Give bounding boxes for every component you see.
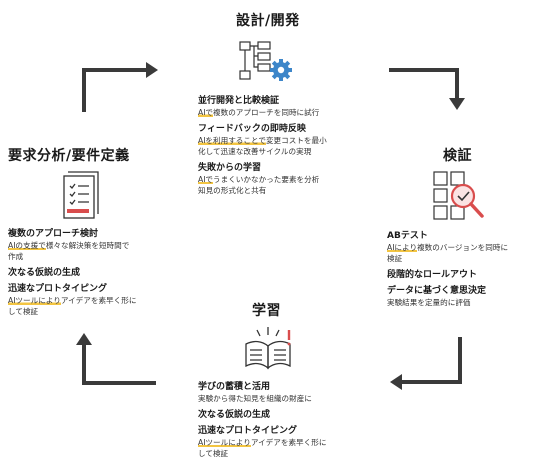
arrow-design-to-verify [389,68,459,98]
design-item-1-text: AIで複数のアプローチを同時に試行 [198,108,320,117]
design-item-3-text-2: 知見の形式化と共有 [198,186,267,195]
design-item-2-text-2: 化して迅速な改善サイクルの実現 [198,147,312,156]
design-items: 並行開発と比較検証 AIで複数のアプローチを同時に試行 フィードバックの即時反映… [198,95,327,196]
verify-item-3-text: 実験結果を定量的に評価 [387,298,471,307]
verify-item-3-head: データに基づく意思決定 [387,286,487,296]
arrow-learn-to-requirements [82,345,156,385]
requirements-item-3-text-1: AIツールによりアイデアを素早く形に [8,296,137,305]
arrowhead-left [390,374,402,390]
verify-items: ABテスト AIにより複数のバージョンを同時に 検証 段階的なロールアウト デー… [387,230,508,308]
requirements-item-3-text-2: して検証 [8,307,39,316]
requirements-item-3-head: 迅速なプロトタイピング [8,284,108,294]
design-item-3-text-1: AIでうまくいかなかった要素を分析 [198,175,320,184]
arrowhead-right [146,62,158,78]
requirements-item-1-head: 複数のアプローチ検討 [8,229,99,239]
design-title: 設計/開発 [236,13,300,29]
open-book-icon [245,327,291,370]
learn-items: 学びの蓄積と活用 実験から得た知見を組織の財産に 次なる仮説の生成 迅速なプロト… [198,381,326,459]
verify-item-2-head: 段階的なロールアウト [387,270,478,280]
verify-item-1-text-2: 検証 [387,254,403,263]
design-item-2-text-1: AIを利用することで変更コストを最小 [198,136,327,145]
requirements-item-2-head: 次なる仮説の生成 [8,268,81,278]
design-item-1-head: 並行開発と比較検証 [198,96,280,106]
design-item-2-head: フィードバックの即時反映 [198,124,306,134]
learn-item-1-head: 学びの蓄積と活用 [198,382,271,392]
requirements-item-1-text-2: 作成 [8,252,24,261]
learn-title: 学習 [252,303,281,319]
verify-item-1-head: ABテスト [387,231,428,241]
design-item-3-head: 失敗からの学習 [198,163,262,173]
learn-item-2-head: 次なる仮説の生成 [198,410,271,420]
requirements-title: 要求分析/要件定義 [8,148,130,164]
learn-item-3-text-2: して検証 [198,449,229,458]
arrowhead-up [76,333,92,345]
learn-item-1-text: 実験から得た知見を組織の財産に [198,394,312,403]
learn-item-3-head: 迅速なプロトタイピング [198,426,298,436]
verify-item-1-text-1: AIにより複数のバージョンを同時に [387,243,509,252]
arrowhead-down [449,98,465,110]
arrow-verify-to-learn [402,337,462,384]
learn-item-3-text-1: AIツールによりアイデアを素早く形に [198,438,327,447]
magnifier-grid-icon [433,171,484,220]
verify-title: 検証 [443,148,472,164]
checklist-document-icon [63,171,99,219]
requirements-item-1-text-1: AIの支援で様々な解決策を短時間で [8,241,130,250]
requirements-items: 複数のアプローチ検討 AIの支援で様々な解決策を短時間で 作成 次なる仮説の生成… [8,228,136,317]
arrow-requirements-to-design [82,68,146,112]
flowchart-gear-icon [239,41,292,81]
